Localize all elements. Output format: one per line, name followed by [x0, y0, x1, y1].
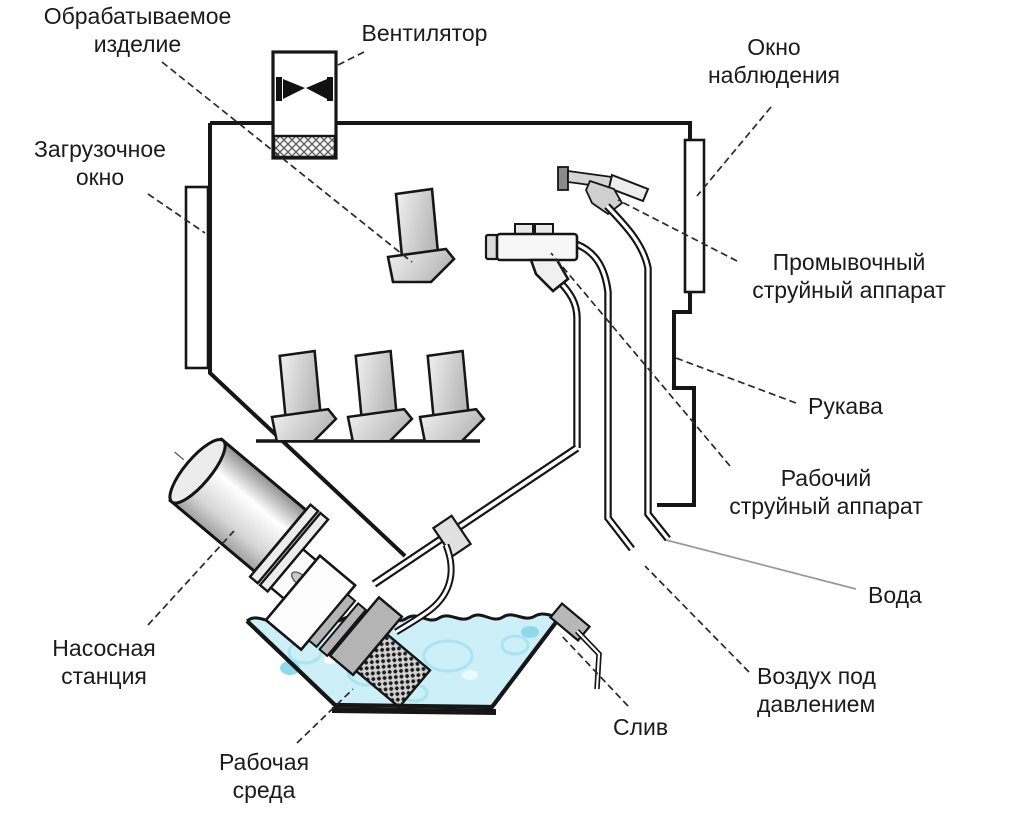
shelf-blade-1 — [270, 349, 338, 443]
spray-jet-icon — [607, 173, 650, 203]
label-working-jet: Рабочий струйный аппарат — [712, 464, 940, 520]
agitation-tube — [394, 543, 455, 635]
working-jet-gun — [484, 223, 579, 293]
label-air-line2: давлением — [757, 691, 876, 717]
label-washing-jet-line2: струйный аппарат — [752, 277, 946, 303]
label-workpiece-line1: Обрабатываемое — [43, 3, 232, 29]
label-fan-line1: Вентилятор — [361, 20, 488, 46]
coupling-nut — [431, 514, 473, 558]
tank-outline — [245, 611, 565, 710]
label-working-jet-line2: струйный аппарат — [729, 493, 923, 519]
label-pump-station-line2: станция — [61, 663, 147, 689]
drain-pipe — [575, 629, 602, 690]
suction-lance — [371, 444, 580, 588]
label-hoses: Рукава — [798, 392, 893, 420]
tank-shadow — [331, 707, 497, 715]
label-water: Вода — [868, 581, 948, 609]
fan-filter — [272, 134, 337, 159]
label-air: Воздух под давлением — [757, 662, 927, 718]
leader-fan — [335, 51, 365, 67]
washing-jet-gun — [557, 166, 650, 216]
leader-air — [644, 565, 750, 673]
label-pump-station: Насосная станция — [38, 634, 170, 690]
pump-ring-1 — [307, 593, 357, 649]
label-observation-window-line1: Окно — [747, 34, 801, 60]
fan-unit — [271, 50, 338, 160]
leader-washing-jet — [617, 199, 738, 262]
hose-slurry — [555, 277, 581, 448]
label-working-jet-line1: Рабочий — [780, 465, 872, 491]
label-loading-window-line1: Загрузочное — [34, 136, 166, 162]
hose-water — [604, 203, 671, 542]
label-working-medium-line2: среда — [232, 777, 296, 803]
label-workpiece-line2: изделие — [93, 31, 182, 57]
label-working-medium-line1: Рабочая — [218, 749, 310, 775]
chamber-outline-left — [208, 123, 407, 558]
pump-flange-1 — [248, 503, 320, 585]
pump-ring-2 — [318, 602, 368, 658]
label-hoses-line1: Рукава — [808, 393, 883, 419]
label-washing-jet-line1: Промывочный — [772, 249, 926, 275]
leader-drain — [559, 633, 629, 707]
leader-loading-window — [147, 193, 206, 234]
loading-window-pane — [184, 185, 210, 370]
label-water-line1: Вода — [868, 582, 922, 608]
pump-strainer — [354, 632, 432, 709]
label-working-medium: Рабочая среда — [205, 748, 323, 804]
label-air-line1: Воздух под — [757, 663, 876, 689]
label-workpiece: Обрабатываемое изделие — [30, 2, 245, 58]
label-observation-window: Окно наблюдения — [695, 33, 853, 89]
shelf-blade-2 — [346, 349, 414, 443]
pump-motor-end — [168, 438, 227, 505]
leader-medium — [296, 688, 354, 744]
label-fan: Вентилятор — [352, 19, 497, 47]
label-drain: Слив — [613, 713, 693, 741]
label-loading-window-line2: окно — [75, 164, 125, 190]
observation-window-pane — [683, 138, 706, 294]
hose-air — [574, 240, 635, 552]
fan-blade-icon — [276, 77, 333, 101]
pump-station — [168, 437, 432, 709]
leader-workpiece — [161, 61, 413, 263]
shelf-blade-3 — [418, 349, 486, 443]
label-washing-jet: Промывочный струйный аппарат — [735, 248, 963, 304]
workpiece-blade — [386, 187, 456, 284]
leader-observation-window — [696, 106, 772, 197]
label-drain-line1: Слив — [613, 714, 669, 740]
leader-working-jet — [550, 252, 731, 467]
label-pump-station-line1: Насосная — [52, 635, 156, 661]
leader-water — [665, 539, 857, 590]
label-loading-window: Загрузочное окно — [20, 135, 180, 191]
label-observation-window-line2: наблюдения — [707, 62, 840, 88]
